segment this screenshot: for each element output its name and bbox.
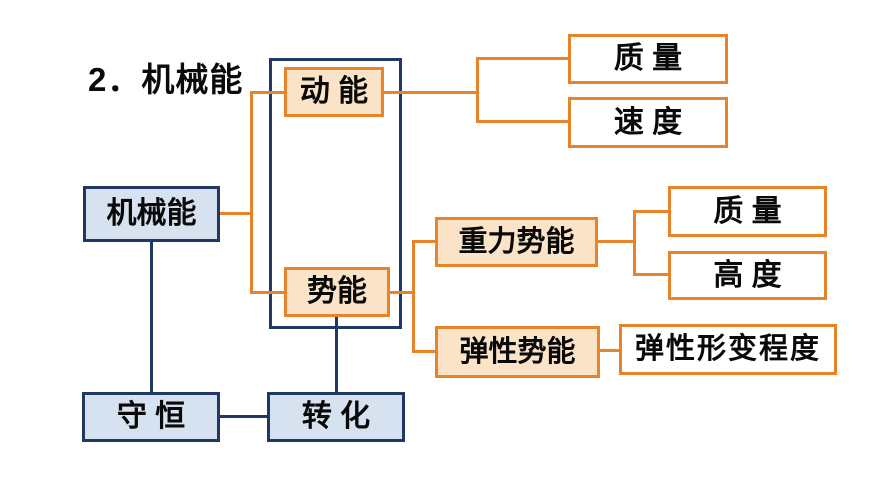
node-conservation: 守 恒 [82,392,220,442]
node-elastic-pe: 弹性势能 [435,326,600,378]
connector-bracket-to-elastic [412,350,437,353]
connector-bracket-to-grav-mass [633,210,670,213]
node-grav-height: 高 度 [668,251,827,300]
connector-conservation-to-transformation [218,415,269,418]
node-potential-energy: 势能 [284,267,390,317]
connector-trunk-vertical [250,91,253,294]
connector-bracket-to-gravitational [412,240,437,243]
slide-title: 2．机械能 [88,61,244,98]
connector-potential-to-bracket [388,291,415,294]
connector-bracket-to-grav-height [633,273,670,276]
connector-trunk-to-potential [250,291,286,294]
connector-bracket-to-kinetic-mass [476,57,570,60]
connector-potential-bracket-vertical [412,240,415,353]
node-kinetic-speed: 速 度 [568,97,728,148]
connector-kinetic-bracket-vertical [476,57,479,123]
connector-mechanical-to-conservation [150,240,153,394]
connector-trunk-to-kinetic [250,91,286,94]
node-mechanical-energy: 机械能 [83,186,220,242]
node-gravitational-pe: 重力势能 [435,217,598,267]
node-transformation: 转 化 [267,392,405,442]
node-kinetic-energy: 动 能 [284,67,384,117]
node-kinetic-mass: 质 量 [568,34,728,84]
connector-mechanical-to-trunk [218,212,253,215]
node-elastic-deformation: 弹性形变程度 [619,324,837,375]
node-grav-mass: 质 量 [668,186,827,237]
connector-bracket-to-kinetic-speed [476,120,570,123]
connector-kinetic-to-bracket [382,91,479,94]
connector-potential-to-transformation [335,315,338,394]
connector-grav-bracket-vertical [633,210,636,276]
connector-elastic-to-deformation [598,349,621,352]
connector-gravitational-to-bracket [596,240,636,243]
